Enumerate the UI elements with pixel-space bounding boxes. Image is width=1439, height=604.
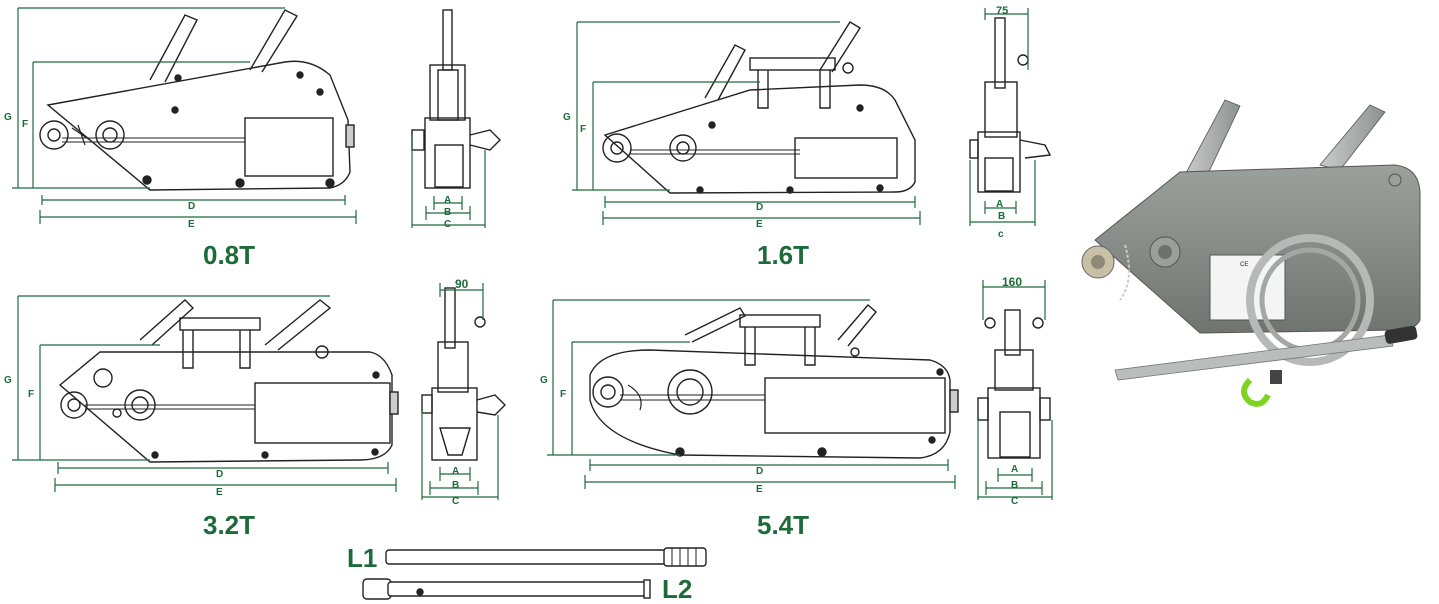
front-view-3-2t [58, 299, 399, 463]
dim-f-1-6t: F [580, 124, 587, 135]
dimensions-3-2t-side [421, 283, 499, 500]
dim-e-0-8t: E [188, 219, 195, 230]
handle-l2 [362, 578, 651, 600]
dim-d-3-2t: D [216, 469, 224, 480]
dim-e-3-2t: E [216, 487, 223, 498]
dim-c-3-2t: C [452, 496, 460, 507]
dim-c-0-8t: C [444, 219, 452, 230]
dim-g-5-4t: G [540, 375, 548, 386]
dim-c-1-6t: c [998, 229, 1004, 240]
width-3-2t: 90 [455, 277, 469, 291]
dim-c-5-4t: C [1011, 496, 1019, 507]
capacity-3-2t: 3.2T [203, 510, 256, 540]
capacity-5-4t: 5.4T [757, 510, 810, 540]
dim-a-1-6t: A [996, 199, 1004, 210]
side-view-3-2t [421, 287, 506, 461]
dim-a-5-4t: A [1011, 464, 1019, 475]
dim-a-3-2t: A [452, 466, 460, 477]
handle-label-l2: L2 [662, 574, 693, 604]
dim-f-0-8t: F [22, 119, 29, 130]
width-5-4t: 160 [1002, 275, 1023, 289]
dim-f-5-4t: F [560, 389, 567, 400]
dimensions-1-6t-side [969, 8, 1036, 226]
dim-d-5-4t: D [756, 466, 764, 477]
photo-ce-mark: CE [1240, 262, 1249, 268]
dim-d-0-8t: D [188, 201, 196, 212]
dim-b-0-8t: B [444, 207, 452, 218]
front-view-5-4t [589, 304, 959, 459]
dim-g-0-8t: G [4, 112, 12, 123]
capacity-0-8t: 0.8T [203, 240, 256, 270]
dim-b-1-6t: B [998, 211, 1006, 222]
dim-g-1-6t: G [563, 112, 571, 123]
dim-d-1-6t: D [756, 202, 764, 213]
side-view-1-6t [969, 17, 1052, 193]
dimensions-0-8t-side [411, 135, 486, 228]
dim-a-0-8t: A [444, 195, 452, 206]
side-view-0-8t [411, 9, 501, 189]
dimensions-0-8t [12, 7, 357, 224]
handle-l1 [385, 547, 707, 567]
dim-e-1-6t: E [756, 219, 763, 230]
width-1-6t: 75 [996, 5, 1009, 17]
front-view-0-8t [39, 9, 355, 191]
dim-b-5-4t: B [1011, 480, 1019, 491]
handle-label-l1: L1 [347, 543, 378, 573]
dimensions-5-4t-side [977, 280, 1053, 500]
dimensions-3-2t [12, 295, 397, 492]
dimensions-5-4t [547, 299, 956, 489]
side-view-5-4t [977, 309, 1051, 459]
dim-g-3-2t: G [4, 375, 12, 386]
front-view-1-6t [602, 21, 916, 194]
product-photo [1081, 99, 1421, 407]
capacity-1-6t: 1.6T [757, 240, 810, 270]
dimensions-1-6t [572, 21, 921, 225]
dim-b-3-2t: B [452, 480, 460, 491]
dim-f-3-2t: F [28, 389, 35, 400]
dim-e-5-4t: E [756, 484, 763, 495]
